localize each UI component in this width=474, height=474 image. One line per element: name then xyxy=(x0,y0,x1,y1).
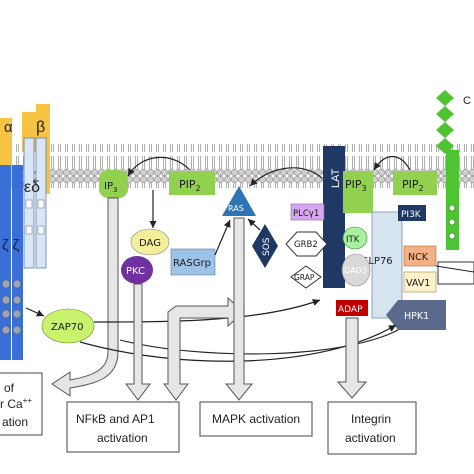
co-receptor-diamonds xyxy=(436,90,454,154)
ras-label: RAS xyxy=(228,204,244,213)
calcium-release-arrow xyxy=(51,197,119,397)
integrin-line1: Integrin xyxy=(351,412,391,426)
nfkb-output-box xyxy=(66,401,180,453)
adap-node xyxy=(336,300,368,316)
dag-label: DAG xyxy=(139,238,161,249)
zeta-to-zap70-line xyxy=(25,307,45,317)
pip2-to-pip3-arc xyxy=(373,155,411,171)
pkc-label: PKC xyxy=(126,266,145,277)
rasgrp-to-ras-arrow xyxy=(214,219,231,256)
calcium-line1: of xyxy=(4,381,15,395)
slp76-node xyxy=(371,211,403,319)
gads-label: GADS xyxy=(344,266,367,275)
pip2-left-label: PIP2 xyxy=(179,178,201,193)
adap-label: ADAP xyxy=(338,305,363,315)
integrin-line2: activation xyxy=(345,431,396,445)
itam-motifs xyxy=(1,279,22,335)
pip3-label: PIP3 xyxy=(345,178,367,193)
dag-node xyxy=(130,228,170,256)
ip3-label: IP3 xyxy=(104,181,117,194)
cd3-itam-motifs xyxy=(25,199,45,235)
vav1-label: VAV1 xyxy=(406,278,430,289)
calcium-line3: ation xyxy=(2,415,28,429)
hpk1-feedback-line xyxy=(119,329,399,355)
nck-node xyxy=(403,245,437,267)
nck-label: NCK xyxy=(408,252,429,263)
plcg1-label: PLCγ1 xyxy=(293,209,319,219)
calcium-line2: r Ca++ xyxy=(0,396,32,411)
rasgrp-label: RASGrp xyxy=(173,258,211,269)
plcg1-node xyxy=(290,203,325,221)
mapk-output-box xyxy=(199,401,313,437)
nfkb-line1: NFkB and AP1 xyxy=(76,412,155,426)
ras-node xyxy=(222,186,256,216)
zeta-chain-right xyxy=(12,165,23,360)
vav1-node xyxy=(403,271,437,293)
rasgrp-node xyxy=(170,248,216,276)
grap-node xyxy=(290,265,322,289)
co-receptor-motifs xyxy=(448,204,456,240)
zap70-to-lat-line xyxy=(93,299,321,323)
calcium-output-box xyxy=(0,372,43,436)
slp76-label: SLP76 xyxy=(362,256,393,267)
itk-label: ITK xyxy=(346,235,360,245)
zap70-node xyxy=(41,308,95,344)
itk-node xyxy=(342,226,368,250)
zap70-label: ZAP70 xyxy=(51,322,83,333)
co-receptor-stalk xyxy=(446,150,459,250)
grb2-node xyxy=(285,231,328,257)
zeta-label: ζ ζ xyxy=(2,237,20,254)
hpk1-node xyxy=(386,300,446,330)
lat-label: LAT xyxy=(330,168,342,188)
pi3k-node xyxy=(398,205,426,221)
pi3k-label: PI3K xyxy=(401,210,422,220)
adap-to-integrin-arrow xyxy=(336,317,368,399)
grap-label: GRAP xyxy=(294,273,315,282)
hpk1-label: HPK1 xyxy=(404,311,429,322)
mapk-label: MAPK activation xyxy=(212,412,300,426)
pkc-node xyxy=(121,256,153,284)
grb2-label: GRB2 xyxy=(294,240,318,250)
pip3-box xyxy=(343,171,373,213)
ip3-box xyxy=(99,170,128,198)
pkc-to-nfkb-arrow xyxy=(125,283,151,401)
ras-to-mapk-arrow xyxy=(224,217,254,401)
zeta-chain-left xyxy=(0,165,11,360)
nfkb-line2: activation xyxy=(97,431,148,445)
lat-to-pip2-arc xyxy=(249,167,323,187)
pip2-right-box xyxy=(393,171,437,195)
sos-to-ras-arrow xyxy=(247,218,261,231)
pip2-right-label: PIP2 xyxy=(402,178,424,193)
sos-node xyxy=(252,224,278,268)
gads-node xyxy=(341,253,371,287)
pip2-to-ip3-arc xyxy=(127,156,191,177)
zap70-to-slp76-line xyxy=(79,324,397,362)
right-edge-box xyxy=(437,261,474,285)
beta-label: β xyxy=(36,119,45,136)
epsilon-delta-label: εδ xyxy=(24,179,40,196)
alpha-label: α xyxy=(4,119,13,136)
co-receptor-label: C xyxy=(463,95,471,107)
lat-adaptor xyxy=(323,146,345,288)
pip2-left-box xyxy=(169,171,215,195)
sos-label: SOS xyxy=(262,237,272,256)
slp76-to-right-line xyxy=(435,265,474,273)
integrin-output-box xyxy=(327,401,417,455)
